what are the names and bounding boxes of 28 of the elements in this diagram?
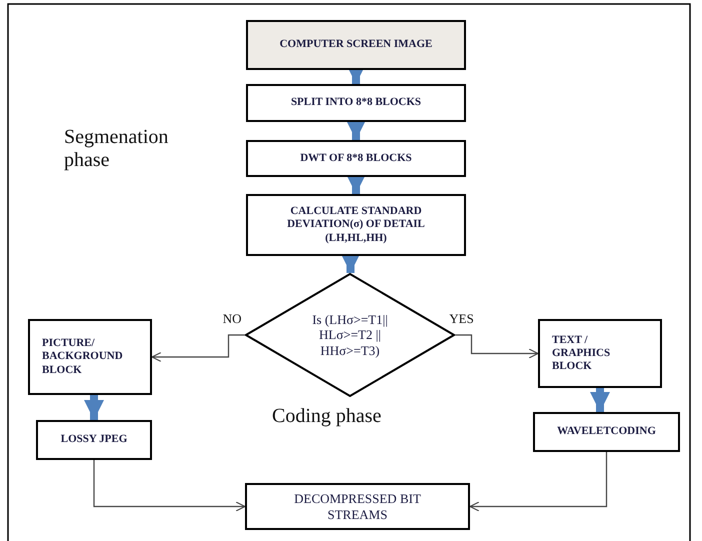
arrow (84, 395, 104, 420)
arrow (469, 452, 608, 512)
process-box (36, 420, 152, 460)
process-box (246, 84, 466, 122)
box-text: DECOMPRESSED BIT STREAMS (293, 490, 422, 522)
box-text: CALCULATE STANDARD DEVIATION(σ) OF DETAIL (LH,HL,HH) (286, 205, 426, 245)
phase-label: Segmenation phase (64, 126, 170, 172)
process-box (28, 319, 152, 395)
arrow (590, 388, 610, 412)
process-box (533, 412, 680, 452)
box-text: Is (LHσ>=T1|| HLσ>=T2 || HHσ>=T3) (311, 312, 389, 358)
arrow (455, 334, 539, 359)
box-text: PICTURE/ BACKGROUND BLOCK (42, 337, 124, 377)
phase-label: Coding phase (272, 405, 382, 428)
process-box (246, 20, 466, 70)
box-text: SPLIT INTO 8*8 BLOCKS (290, 96, 422, 110)
box-text: COMPUTER SCREEN IMAGE (280, 38, 432, 52)
arrow (151, 334, 245, 362)
box-text: LOSSY JPEG (60, 433, 128, 447)
arrow (93, 460, 246, 512)
process-box (245, 483, 470, 530)
process-box (246, 194, 466, 256)
process-box (246, 140, 466, 177)
box-text: WAVELETCODING (557, 425, 656, 439)
process-box (538, 319, 662, 388)
box-text: TEXT / GRAPHICS BLOCK (552, 334, 612, 374)
arrow (346, 120, 366, 140)
box-text: DWT OF 8*8 BLOCKS (300, 152, 412, 166)
